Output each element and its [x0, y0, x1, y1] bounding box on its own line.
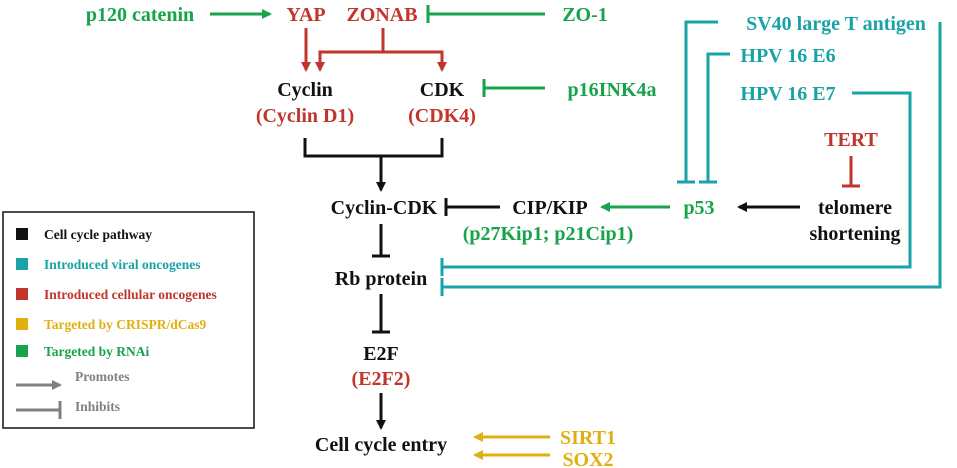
node-p120-catenin: p120 catenin: [86, 4, 194, 26]
legend-swatch-yellow: [16, 318, 28, 330]
node-p16ink4a: p16INK4a: [568, 79, 657, 101]
node-sox2: SOX2: [562, 449, 613, 468]
node-cyclin-d1: (Cyclin D1): [256, 105, 354, 127]
legend-box: [2, 211, 255, 429]
edge-sv40-p53: [684, 20, 718, 182]
node-sirt1: SIRT1: [560, 427, 616, 449]
node-cyclin-cdk: Cyclin-CDK: [331, 197, 438, 219]
node-p53: p53: [683, 197, 714, 219]
node-shortening: shortening: [809, 223, 900, 245]
node-cdk: CDK: [420, 79, 465, 101]
edge-sv40-rb: [442, 22, 942, 289]
node-hpv-e6: HPV 16 E6: [740, 45, 835, 67]
edge-e6-p53: [706, 52, 730, 182]
node-zo1: ZO-1: [562, 4, 608, 26]
legend-label-rnai: Targeted by RNAi: [44, 344, 150, 359]
node-sv40: SV40 large T antigen: [746, 13, 926, 35]
legend-label-inhibits: Inhibits: [75, 399, 120, 414]
legend-swatch-black: [16, 228, 28, 240]
node-cdk4: (CDK4): [408, 105, 476, 127]
node-e2f: E2F: [363, 343, 399, 365]
legend-label-cellular: Introduced cellular oncogenes: [44, 287, 217, 302]
legend-label-promotes: Promotes: [75, 369, 129, 384]
node-cell-cycle-entry: Cell cycle entry: [315, 434, 447, 456]
node-hpv-e7: HPV 16 E7: [740, 83, 835, 105]
node-e2f2: (E2F2): [352, 368, 411, 390]
legend-label-viral: Introduced viral oncogenes: [44, 257, 201, 272]
node-rb-protein: Rb protein: [335, 268, 427, 290]
legend-label-cell-cycle: Cell cycle pathway: [44, 227, 152, 242]
node-cip-kip-sub: (p27Kip1; p21Cip1): [463, 223, 634, 245]
legend: Cell cycle pathway Introduced viral onco…: [2, 211, 255, 429]
legend-label-crispr: Targeted by CRISPR/dCas9: [44, 317, 207, 332]
legend-swatch-red: [16, 288, 28, 300]
edge-e7-rb: [442, 91, 912, 269]
edge-cyclin-cdk-merge: [303, 138, 444, 158]
node-tert: TERT: [824, 129, 878, 151]
node-zonab: ZONAB: [346, 4, 417, 26]
node-telomere: telomere: [818, 197, 892, 219]
legend-swatch-green: [16, 345, 28, 357]
node-cip-kip: CIP/KIP: [512, 197, 588, 219]
edge-zonab-cdk: [383, 50, 447, 72]
node-yap: YAP: [286, 4, 325, 26]
node-cyclin: Cyclin: [277, 79, 333, 101]
legend-swatch-teal: [16, 258, 28, 270]
edge-zonab-cyclin: [315, 28, 385, 72]
